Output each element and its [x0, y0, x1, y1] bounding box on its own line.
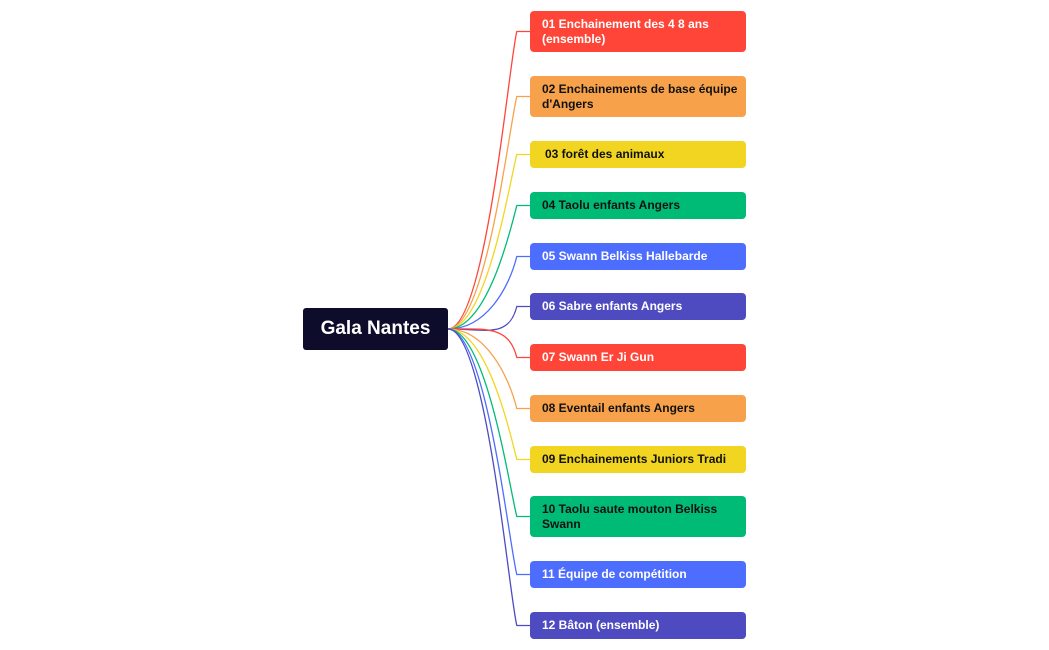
- branch-node-09[interactable]: 09 Enchainements Juniors Tradi: [530, 446, 746, 473]
- branch-node-07[interactable]: 07 Swann Er Ji Gun: [530, 344, 746, 371]
- branch-label: 12 Bâton (ensemble): [542, 618, 660, 632]
- branch-node-02[interactable]: 02 Enchainements de base équipe d'Angers: [530, 76, 746, 117]
- branch-node-06[interactable]: 06 Sabre enfants Angers: [530, 293, 746, 320]
- branch-node-03[interactable]: 03 forêt des animaux: [530, 141, 746, 168]
- branch-label: 06 Sabre enfants Angers: [542, 299, 683, 313]
- connector-line: [447, 328, 530, 461]
- connector-line: [447, 95, 530, 330]
- connector-line: [447, 255, 530, 330]
- branch-label: 07 Swann Er Ji Gun: [542, 350, 655, 364]
- branch-node-11[interactable]: 11 Équipe de compétition: [530, 561, 746, 588]
- connector-line: [447, 328, 530, 576]
- connector-line: [447, 153, 530, 330]
- root-node-label: Gala Nantes: [320, 318, 431, 339]
- branch-label: 11 Équipe de compétition: [542, 567, 687, 581]
- connector-line: [447, 30, 530, 330]
- branch-node-10[interactable]: 10 Taolu saute mouton Belkiss Swann: [530, 496, 746, 537]
- branch-node-01[interactable]: 01 Enchainement des 4 8 ans (ensemble): [530, 11, 746, 52]
- branch-label: 10 Taolu saute mouton Belkiss Swann: [542, 501, 718, 531]
- branch-label: 09 Enchainements Juniors Tradi: [542, 452, 727, 466]
- connector-line: [447, 328, 530, 359]
- branch-label: 02 Enchainements de base équipe d'Angers: [542, 81, 738, 111]
- branch-label: 05 Swann Belkiss Hallebarde: [542, 249, 708, 263]
- branch-node-12[interactable]: 12 Bâton (ensemble): [530, 612, 746, 639]
- branch-label: 03 forêt des animaux: [545, 147, 665, 161]
- connector-line: [447, 328, 530, 627]
- branch-node-05[interactable]: 05 Swann Belkiss Hallebarde: [530, 243, 746, 270]
- branch-label: 04 Taolu enfants Angers: [542, 198, 681, 212]
- branch-label: 01 Enchainement des 4 8 ans (ensemble): [542, 16, 709, 46]
- connector-line: [447, 328, 530, 410]
- connector-line: [447, 328, 530, 518]
- branch-node-04[interactable]: 04 Taolu enfants Angers: [530, 192, 746, 219]
- branch-node-08[interactable]: 08 Eventail enfants Angers: [530, 395, 746, 422]
- branch-label: 08 Eventail enfants Angers: [542, 401, 695, 415]
- root-node[interactable]: Gala Nantes: [303, 308, 448, 350]
- connector-line: [447, 204, 530, 330]
